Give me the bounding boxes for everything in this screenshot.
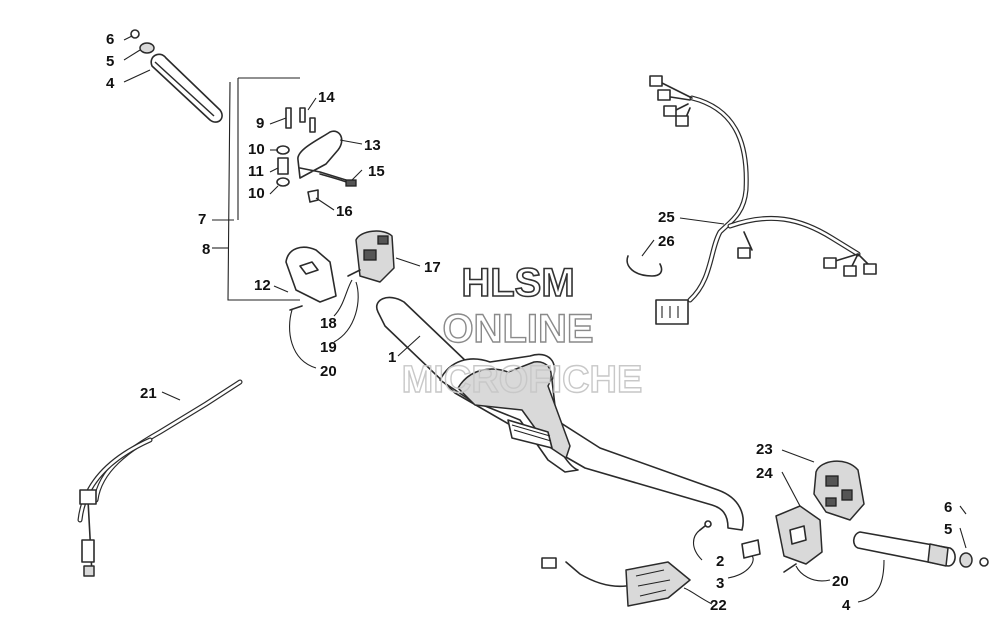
callout-19: 19 xyxy=(320,339,337,356)
callout-10-upper: 10 xyxy=(248,141,265,158)
harness-clip-26[interactable] xyxy=(626,255,663,277)
watermark-line-1: HLSM xyxy=(461,261,574,305)
throttle-cable-21[interactable] xyxy=(77,379,243,577)
leader-lines xyxy=(123,35,967,605)
right-switch-bracket-24[interactable] xyxy=(775,505,823,565)
callout-5-left-washer: 5 xyxy=(106,53,114,70)
callout-24: 24 xyxy=(756,465,773,482)
washer-10[interactable] xyxy=(276,145,290,187)
callout-10-lower: 10 xyxy=(248,185,265,202)
callout-labels: 6 5 4 14 9 13 10 11 15 10 16 7 8 17 12 1… xyxy=(106,31,952,614)
screw-2[interactable] xyxy=(699,520,712,531)
callout-11: 11 xyxy=(248,163,264,180)
watermark-line-2: ONLINE xyxy=(442,307,593,351)
left-grip[interactable] xyxy=(150,53,223,123)
callout-23: 23 xyxy=(756,441,773,458)
right-switch-housing-23[interactable] xyxy=(813,460,865,521)
callout-15: 15 xyxy=(368,163,385,180)
callout-26-clip: 26 xyxy=(658,233,675,250)
watermark: HLSM ONLINE MICROFICHE xyxy=(401,260,643,402)
screw-18[interactable] xyxy=(347,269,361,277)
throttle-wire-15[interactable] xyxy=(319,173,357,187)
screw-20-right[interactable] xyxy=(783,563,797,573)
callout-20-right: 20 xyxy=(832,573,849,590)
switch-housing-lower-12[interactable] xyxy=(285,246,337,303)
callout-3: 3 xyxy=(716,575,724,592)
callout-7: 7 xyxy=(198,211,206,228)
watermark-line-3: MICROFICHE xyxy=(402,359,643,401)
handlebar[interactable] xyxy=(375,296,744,531)
callout-6-right-screw: 6 xyxy=(944,499,952,516)
callout-4-right-grip: 4 xyxy=(842,597,851,614)
callout-9: 9 xyxy=(256,115,264,132)
callout-13: 13 xyxy=(364,137,381,154)
left-grip-washer[interactable] xyxy=(139,42,155,54)
callout-20-left: 20 xyxy=(320,363,337,380)
callout-4-left-grip: 4 xyxy=(106,75,115,92)
wiring-harness-25[interactable] xyxy=(649,75,877,325)
right-grip[interactable] xyxy=(852,531,956,567)
pin-14[interactable] xyxy=(299,107,316,133)
switch-housing-upper-17[interactable] xyxy=(355,230,395,283)
right-grip-screw[interactable] xyxy=(979,557,989,567)
right-grip-washer[interactable] xyxy=(959,552,973,568)
screw-19[interactable] xyxy=(289,305,303,311)
callout-bracket-7-8 xyxy=(227,77,300,301)
callout-14: 14 xyxy=(318,89,335,106)
callout-21-throttle-cable: 21 xyxy=(140,385,157,402)
heater-element-22[interactable] xyxy=(541,557,691,607)
callout-22-heater: 22 xyxy=(710,597,727,614)
callout-12: 12 xyxy=(254,277,271,294)
callout-8: 8 xyxy=(202,241,210,258)
callout-16: 16 xyxy=(336,203,353,220)
callout-2: 2 xyxy=(716,553,724,570)
throttle-lever-13[interactable] xyxy=(297,130,347,181)
clip-16[interactable] xyxy=(307,189,319,203)
callout-5-right-washer: 5 xyxy=(944,521,952,538)
bar-end-plug-3[interactable] xyxy=(741,539,761,559)
callout-25-harness: 25 xyxy=(658,209,675,226)
callout-17: 17 xyxy=(424,259,441,276)
callout-18: 18 xyxy=(320,315,337,332)
left-grip-screw[interactable] xyxy=(130,29,140,39)
bushing-11[interactable] xyxy=(277,157,289,175)
callout-6-left-screw: 6 xyxy=(106,31,114,48)
pin-9[interactable] xyxy=(285,107,292,129)
callout-1-handlebar: 1 xyxy=(388,349,396,366)
